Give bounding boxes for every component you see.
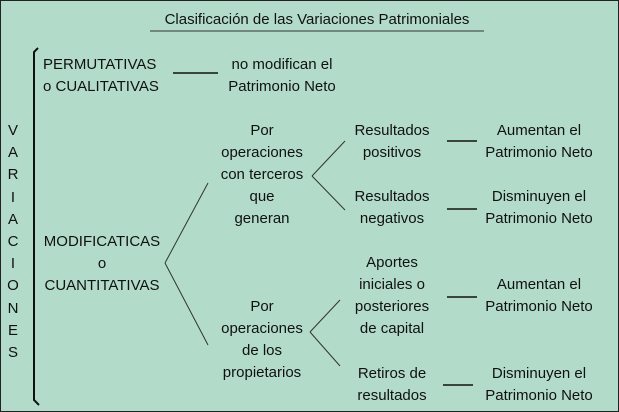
branch-negativos (311, 175, 346, 211)
branch-retiros (309, 331, 341, 367)
text-line: Por (250, 298, 274, 315)
text-line: iniciales o (359, 276, 425, 293)
text-line: de los (241, 342, 283, 359)
text-line: Patrimonio Neto (485, 298, 593, 315)
text-line: resultados (357, 387, 427, 404)
text-line: Por (250, 122, 274, 139)
text-line: o CUALITATIVAS (43, 78, 159, 95)
positivos-label: Resultados positivos (337, 120, 447, 164)
text-line: Patrimonio Neto (485, 387, 593, 404)
text-line: no modifican el (231, 56, 333, 73)
side-letter: S (7, 344, 18, 362)
text-line: con terceros (220, 166, 304, 183)
side-letter: V (7, 122, 18, 139)
negativos-label: Resultados negativos (337, 186, 447, 230)
branch-propietarios (164, 262, 209, 346)
text-line: Disminuyen el (491, 365, 587, 382)
branch-terceros (164, 182, 209, 264)
side-letter: O (7, 277, 19, 295)
text-line: PERMUTATIVAS (43, 56, 157, 73)
terceros-label: Por operaciones con terceros que generan (207, 120, 317, 230)
side-letter: R (7, 166, 19, 184)
side-letter: E (7, 321, 18, 339)
text-line: generan (234, 210, 290, 227)
positivos-result: Aumentan el Patrimonio Neto (474, 120, 604, 164)
aportes-label: Aportes iniciales o posteriores de capital (337, 252, 447, 340)
text-line: Patrimonio Neto (485, 144, 593, 161)
text-line: Resultados (354, 188, 430, 205)
text-line: Patrimonio Neto (485, 210, 593, 227)
branch-positivos (311, 140, 346, 177)
side-letter: I (10, 255, 16, 273)
text-line: posteriores (354, 298, 430, 315)
text-line: positivos (362, 144, 422, 161)
diagram-title: Clasificación de las Variaciones Patrimo… (164, 11, 470, 28)
retiros-result: Disminuyen el Patrimonio Neto (474, 363, 604, 407)
text-line: Retiros de (357, 365, 427, 382)
side-letter: I (10, 188, 16, 206)
text-line: Patrimonio Neto (228, 78, 336, 95)
text-line: Aportes (366, 254, 418, 271)
side-label-variaciones: V A R I A C I O N E S (5, 120, 21, 364)
text-line: CUANTITATIVAS (44, 277, 160, 294)
text-line: operaciones (221, 320, 303, 337)
text-line: Resultados (354, 122, 430, 139)
permutativas-label: PERMUTATIVAS o CUALITATIVAS (43, 54, 159, 98)
side-letter: N (7, 299, 19, 317)
text-line: que (249, 188, 275, 205)
text-line: Aumentan el (496, 276, 582, 293)
retiros-label: Retiros de resultados (337, 363, 447, 407)
main-bracket (33, 47, 40, 406)
branch-aportes (309, 299, 341, 333)
text-line: operaciones (221, 144, 303, 161)
text-line: negativos (359, 210, 425, 227)
propietarios-label: Por operaciones de los propietarios (207, 296, 317, 384)
side-letter: C (7, 233, 19, 251)
text-line: de capital (359, 320, 425, 337)
side-letter: A (7, 144, 18, 162)
side-letter: A (7, 210, 18, 228)
negativos-result: Disminuyen el Patrimonio Neto (474, 186, 604, 230)
permutativas-result: no modifican el Patrimonio Neto (212, 54, 352, 98)
text-line: Disminuyen el (491, 188, 587, 205)
text-line: propietarios (222, 364, 302, 381)
text-line: MODIFICATICAS (43, 233, 161, 250)
aportes-result: Aumentan el Patrimonio Neto (474, 274, 604, 318)
text-line: o (97, 255, 107, 272)
text-line: Aumentan el (496, 122, 582, 139)
